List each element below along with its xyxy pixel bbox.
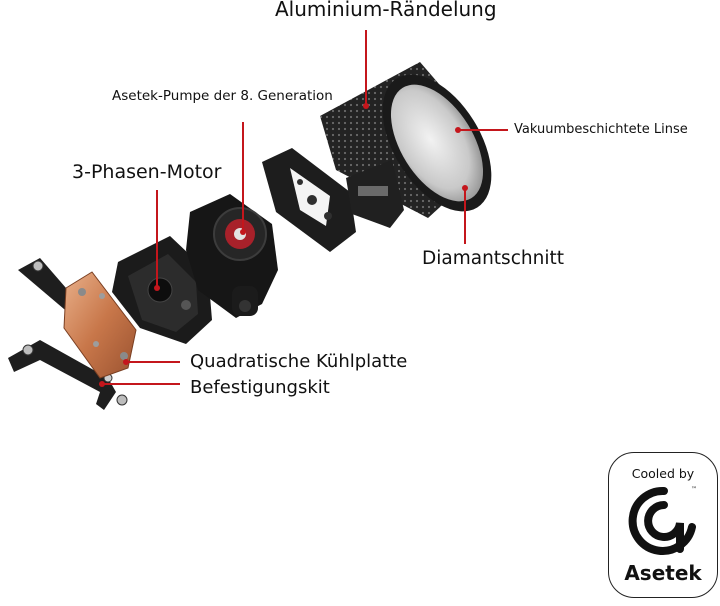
badge-cooled-by: Cooled by [631, 466, 695, 481]
motor-assembly [186, 194, 278, 318]
leader-lines [99, 30, 508, 387]
label-lens: Vakuumbeschichtete Linse [514, 122, 688, 137]
label-cold-plate: Quadratische Kühlplatte [190, 351, 408, 372]
pump-housing [112, 236, 212, 344]
label-aluminium-knurling: Aluminium-Rändelung [275, 0, 497, 21]
asetek-logo-icon [628, 486, 696, 555]
label-diamond-cut: Diamantschnitt [422, 248, 564, 269]
badge-brand: Asetek [624, 561, 702, 585]
cooled-by-asetek-badge: Cooled by ™ Asetek [608, 452, 718, 598]
badge-trademark: ™ [691, 486, 697, 493]
cold-plate [63, 271, 137, 379]
label-motor: 3-Phasen-Motor [72, 161, 222, 183]
knurled-cap [320, 62, 492, 228]
label-mounting-kit: Befestigungskit [190, 377, 330, 398]
frame-plate [262, 148, 356, 252]
label-pump: Asetek-Pumpe der 8. Generation [112, 88, 333, 104]
